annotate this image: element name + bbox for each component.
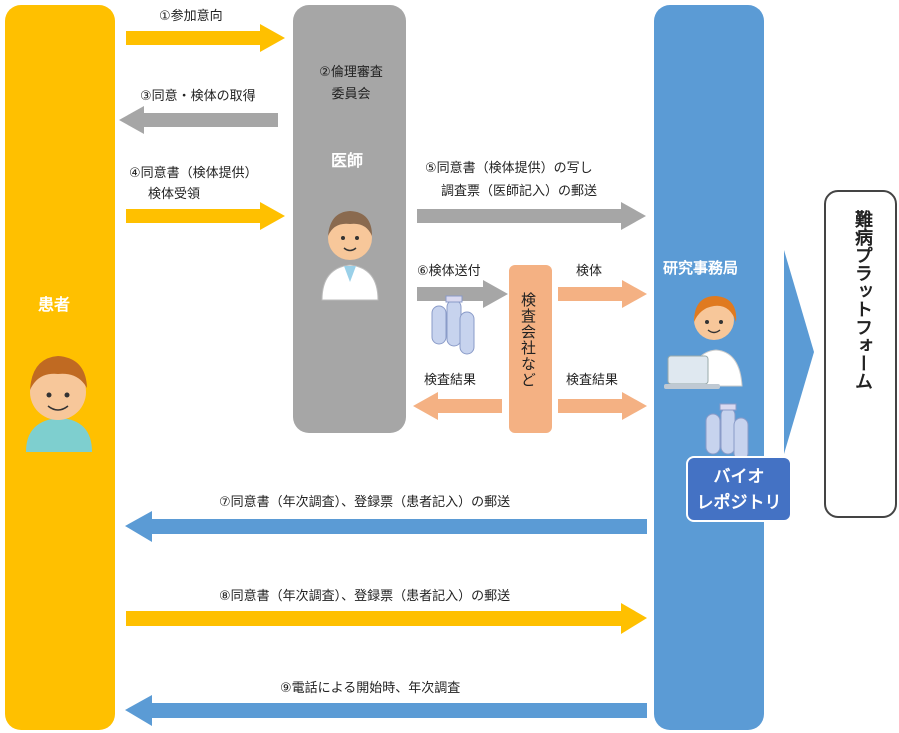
office-worker-figure: [664, 296, 743, 389]
label-specimen: 検体: [576, 264, 603, 279]
arrow-to-platform: [784, 250, 814, 454]
arrow-6-specimen-send: [417, 280, 508, 308]
arrow-1-participation: [126, 24, 285, 52]
lab-company-box: [509, 265, 552, 433]
arrow-result-right: [558, 392, 647, 420]
label-a6: ⑥検体送付: [417, 264, 481, 279]
test-tubes-repository-icon: [705, 403, 749, 461]
bio-repository-badge: バイオ レポジトリ: [686, 456, 792, 522]
label-a5-line1: ⑤同意書（検体提供）の写し: [425, 161, 593, 176]
label-result-right: 検査結果: [566, 373, 619, 388]
lab-company-label: 検査会社など: [519, 292, 537, 388]
arrow-5-mailing: [417, 202, 646, 230]
label-result-left: 検査結果: [424, 373, 477, 388]
bio-repository-line2: レポジトリ: [696, 493, 782, 513]
label-a7: ⑦同意書（年次調査）、登録票（患者記入）の郵送: [219, 495, 511, 510]
label-a4-line1: ④同意書（検体提供）: [129, 166, 258, 181]
bio-repository-line1: バイオ: [713, 467, 765, 487]
arrow-3-consent: [119, 106, 278, 134]
label-a3: ③同意・検体の取得: [140, 89, 256, 104]
test-tubes-icon: [431, 295, 475, 355]
patient-label: 患者: [38, 295, 71, 314]
arrow-4-consent-specimen: [126, 202, 285, 230]
doctor-label: 医師: [331, 151, 364, 170]
arrow-8-mailing: [126, 603, 647, 634]
research-office-label: 研究事務局: [663, 259, 739, 277]
arrow-result-left: [413, 392, 502, 420]
platform-label: 難病プラットフォーム: [852, 210, 873, 390]
patient-figure: [26, 356, 92, 452]
label-a9: ⑨電話による開始時、年次調査: [280, 681, 461, 696]
arrow-9-phone: [125, 695, 647, 726]
ethics-committee-label: ②倫理審査 委員会: [319, 65, 383, 102]
arrow-7-mailing: [125, 511, 647, 542]
label-a5-line2: 調査票（医師記入）の郵送: [441, 184, 598, 199]
label-a1: ①参加意向: [159, 9, 223, 24]
doctor-figure: [321, 211, 379, 301]
arrow-specimen: [558, 280, 647, 308]
platform-box: [824, 190, 897, 518]
label-a4-line2: 検体受領: [148, 187, 201, 202]
label-a8: ⑧同意書（年次調査）、登録票（患者記入）の郵送: [219, 589, 511, 604]
